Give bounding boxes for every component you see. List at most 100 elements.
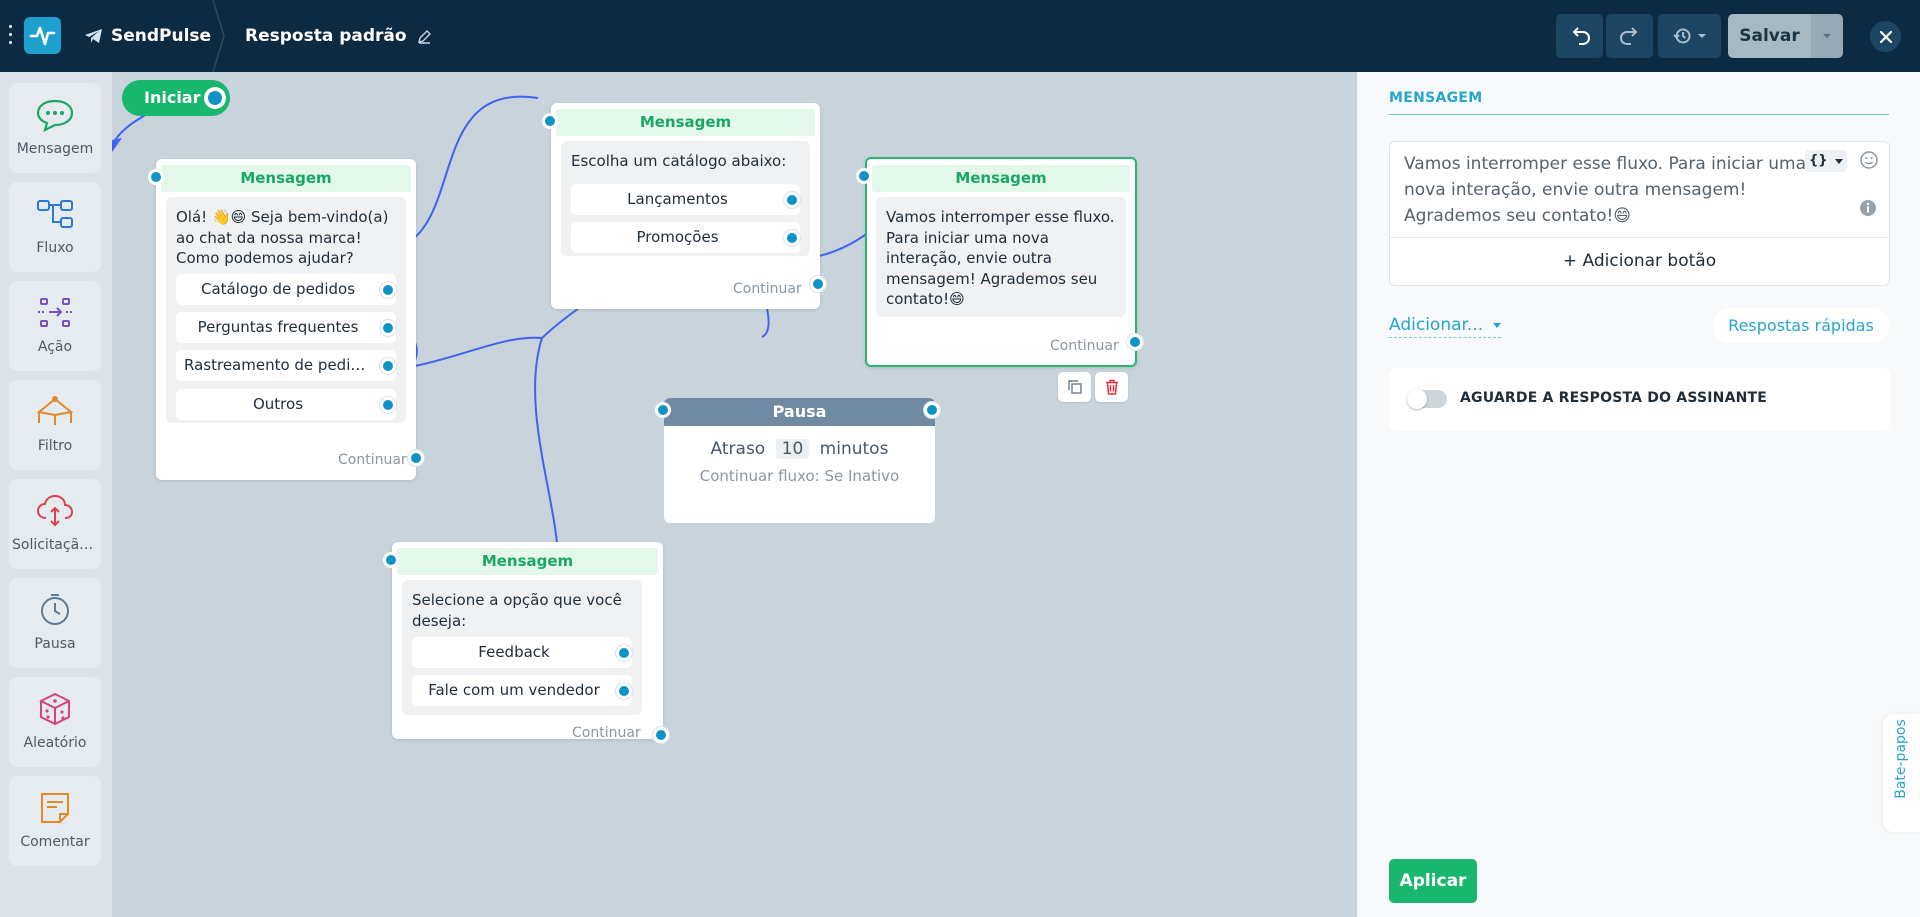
node-message-text: Vamos interromper esse fluxo. Para inici… xyxy=(886,208,1115,308)
node-input-port[interactable] xyxy=(655,402,671,418)
delete-node-button[interactable] xyxy=(1095,372,1128,402)
option-output-port[interactable] xyxy=(380,397,396,413)
node-message-body: Vamos interromper esse fluxo. Para inici… xyxy=(876,197,1126,317)
flow-icon xyxy=(35,194,75,234)
option-button[interactable]: Feedback xyxy=(412,637,632,668)
node-message-text: Olá! 👋😄 Seja bem-vindo(a) ao chat da nos… xyxy=(176,208,389,267)
node-input-port[interactable] xyxy=(383,552,399,568)
continue-output-port[interactable] xyxy=(653,727,669,743)
message-node-options[interactable]: Mensagem Selecione a opção que você dese… xyxy=(392,542,663,741)
option-button[interactable]: Perguntas frequentes xyxy=(176,312,396,343)
flow-title: Resposta padrão xyxy=(245,22,432,50)
pause-output-port[interactable] xyxy=(924,402,940,418)
save-options-button[interactable] xyxy=(1811,14,1843,58)
sidebar-item-label: Filtro xyxy=(37,438,73,454)
message-editor[interactable]: Vamos interromper esse fluxo. Para inici… xyxy=(1389,141,1890,286)
continue-output-port[interactable] xyxy=(1127,334,1143,350)
node-message-body: Selecione a opção que você deseja: Feedb… xyxy=(402,580,642,715)
chats-side-tab[interactable]: Bate-papos xyxy=(1883,714,1920,832)
sidebar-item-random[interactable]: Aleatório xyxy=(9,677,101,767)
wait-reply-toggle[interactable] xyxy=(1407,389,1447,409)
node-header: Mensagem xyxy=(872,165,1130,192)
continue-output-port[interactable] xyxy=(810,276,826,292)
sidebar-item-comment[interactable]: Comentar xyxy=(9,776,101,866)
flow-canvas[interactable]: Iniciar Mensagem Olá! 👋😄 Seja bem-vindo(… xyxy=(112,72,1357,917)
top-bar: SendPulse Resposta padrão Salvar xyxy=(0,0,1920,72)
message-node-end[interactable]: Mensagem Vamos interromper esse fluxo. P… xyxy=(865,157,1137,367)
continue-output-port[interactable] xyxy=(408,450,424,466)
history-icon xyxy=(1673,28,1691,44)
option-output-port[interactable] xyxy=(784,230,800,246)
apply-button[interactable]: Aplicar xyxy=(1389,859,1477,903)
chevron-down-icon xyxy=(1835,159,1844,164)
option-output-port[interactable] xyxy=(380,320,396,336)
chevron-down-icon xyxy=(1823,34,1831,38)
option-button[interactable]: Outros xyxy=(176,389,396,420)
option-output-port[interactable] xyxy=(784,192,800,208)
option-button[interactable]: Rastreamento de pedidos xyxy=(176,350,396,381)
option-button[interactable]: Fale com um vendedor xyxy=(412,675,632,706)
node-message-body: Olá! 👋😄 Seja bem-vindo(a) ao chat da nos… xyxy=(166,197,406,423)
message-node-welcome[interactable]: Mensagem Olá! 👋😄 Seja bem-vindo(a) ao ch… xyxy=(156,159,416,480)
telegram-icon xyxy=(85,29,102,43)
option-output-port[interactable] xyxy=(380,282,396,298)
duplicate-node-button[interactable] xyxy=(1058,372,1091,402)
option-button[interactable]: Promoções xyxy=(571,222,800,253)
close-button[interactable] xyxy=(1870,21,1901,52)
quick-replies-button[interactable]: Respostas rápidas xyxy=(1713,308,1889,343)
sidebar-item-message[interactable]: Mensagem xyxy=(9,83,101,173)
apps-menu-icon[interactable] xyxy=(8,25,14,47)
chevron-down-icon xyxy=(1698,34,1706,38)
save-button[interactable]: Salvar xyxy=(1728,14,1811,58)
start-trigger[interactable]: Iniciar xyxy=(122,80,230,116)
undo-button[interactable] xyxy=(1556,14,1603,58)
node-input-port[interactable] xyxy=(542,113,558,129)
continue-flow-condition: Continuar fluxo: Se Inativo xyxy=(699,467,900,485)
message-node-catalog[interactable]: Mensagem Escolha um catálogo abaixo: Lan… xyxy=(551,103,820,309)
filter-icon xyxy=(35,392,75,432)
wire-catalog-to-node2 xyxy=(405,95,539,245)
option-button[interactable]: Catálogo de pedidos xyxy=(176,274,396,305)
trash-icon xyxy=(1105,379,1118,395)
sidebar-item-flow[interactable]: Fluxo xyxy=(9,182,101,272)
message-textarea[interactable]: Vamos interromper esse fluxo. Para inici… xyxy=(1404,154,1807,226)
pause-node[interactable]: Pausa Atraso 10 minutos Continuar fluxo:… xyxy=(664,398,935,523)
continue-label: Continuar xyxy=(1050,338,1119,354)
pause-timer-icon xyxy=(35,590,75,630)
elements-sidebar: Mensagem Fluxo Ação Filtro Solicitação A… xyxy=(0,72,112,917)
option-output-port[interactable] xyxy=(616,645,632,661)
emoji-icon[interactable] xyxy=(1859,150,1879,170)
sidebar-item-api-request[interactable]: Solicitação API xyxy=(9,479,101,569)
sidebar-item-action[interactable]: Ação xyxy=(9,281,101,371)
edit-pencil-icon[interactable] xyxy=(417,29,432,44)
redo-icon xyxy=(1619,27,1637,45)
variables-button[interactable]: {} xyxy=(1805,150,1847,172)
start-output-port[interactable] xyxy=(204,87,226,109)
sidebar-item-filter[interactable]: Filtro xyxy=(9,380,101,470)
node-input-port[interactable] xyxy=(148,169,164,185)
wait-reply-label: AGUARDE A RESPOSTA DO ASSINANTE xyxy=(1460,390,1768,406)
message-editor-panel: MENSAGEM Vamos interromper esse fluxo. P… xyxy=(1357,72,1920,917)
add-button-button[interactable]: + Adicionar botão xyxy=(1562,251,1717,271)
option-button[interactable]: Lançamentos xyxy=(571,184,800,215)
chevron-down-icon xyxy=(1492,322,1501,328)
add-content-dropdown[interactable]: Adicionar... xyxy=(1389,315,1501,338)
option-output-port[interactable] xyxy=(616,683,632,699)
action-icon xyxy=(35,293,75,333)
sendpulse-logo-icon[interactable] xyxy=(24,17,61,54)
option-output-port[interactable] xyxy=(380,358,396,374)
brand-link[interactable]: SendPulse xyxy=(84,22,211,50)
node-message-text: Escolha um catálogo abaixo: xyxy=(571,152,787,170)
pause-header: Pausa xyxy=(664,398,935,426)
sidebar-item-pause[interactable]: Pausa xyxy=(9,578,101,668)
redo-button[interactable] xyxy=(1606,14,1653,58)
history-button[interactable] xyxy=(1658,14,1721,58)
copy-icon xyxy=(1067,380,1082,394)
sidebar-item-label: Mensagem xyxy=(16,141,94,157)
node-input-port[interactable] xyxy=(856,168,872,184)
panel-title-underline xyxy=(1389,114,1889,115)
delay-prefix: Atraso xyxy=(710,439,766,459)
sidebar-item-label: Ação xyxy=(37,339,73,355)
sidebar-item-label: Fluxo xyxy=(36,240,74,256)
info-icon[interactable] xyxy=(1859,199,1877,217)
